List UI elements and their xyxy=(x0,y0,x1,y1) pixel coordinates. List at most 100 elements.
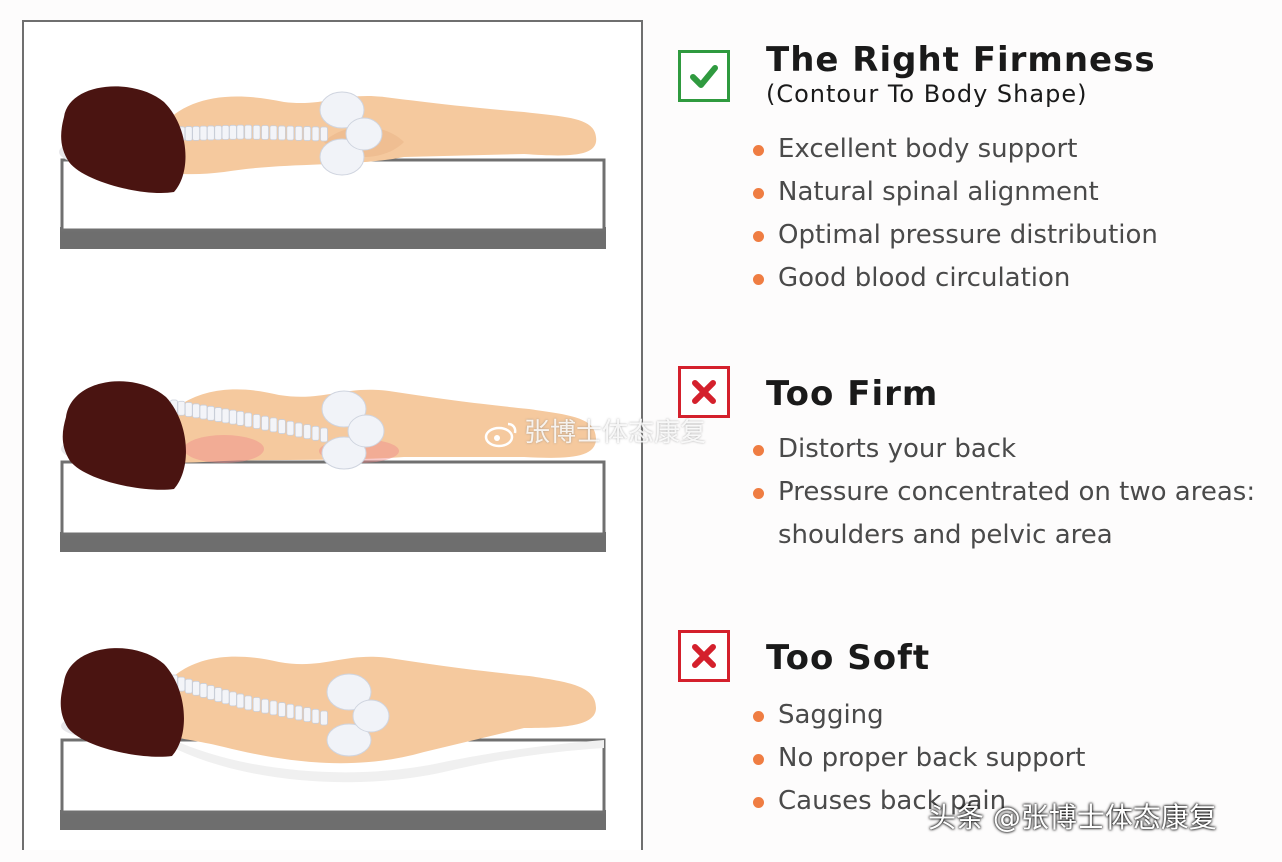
vertebra xyxy=(192,680,201,696)
pelvis-soft xyxy=(326,673,390,757)
vertebra xyxy=(252,414,261,429)
vertebra xyxy=(261,125,269,140)
list-item: Causes back pain xyxy=(750,780,1085,823)
status-box-right xyxy=(678,50,730,102)
vertebra xyxy=(286,125,295,141)
bullets-too-firm: Distorts your back Pressure concentrated… xyxy=(750,428,1255,557)
vertebra xyxy=(236,410,245,426)
pelvis-right xyxy=(319,91,383,176)
subheading-right-firmness: (Contour To Body Shape) xyxy=(766,80,1088,108)
vertebra xyxy=(311,126,320,142)
vertebra xyxy=(252,124,261,140)
vertebra xyxy=(199,404,208,420)
vertebra xyxy=(184,678,193,694)
vertebra xyxy=(311,708,320,724)
figure-too-soft xyxy=(60,648,606,830)
list-item: Good blood circulation xyxy=(750,257,1158,300)
vertebra xyxy=(269,125,278,141)
vertebra xyxy=(277,702,286,717)
vertebra xyxy=(184,126,193,141)
list-item: Natural spinal alignment xyxy=(750,171,1158,214)
vertebra xyxy=(229,124,237,140)
bullets-too-soft: Sagging No proper back support Causes ba… xyxy=(750,694,1085,823)
list-item: Excellent body support xyxy=(750,128,1158,171)
vertebra xyxy=(286,420,295,436)
vertebra xyxy=(303,707,312,723)
vertebra xyxy=(320,126,328,142)
bullet-dot xyxy=(753,274,764,285)
vertebra xyxy=(214,407,223,422)
bullet-dot xyxy=(753,445,764,456)
illustration-frame xyxy=(22,20,643,850)
list-item: Optimal pressure distribution xyxy=(750,214,1158,257)
vertebra xyxy=(206,125,215,141)
vertebra xyxy=(252,697,261,712)
vertebra xyxy=(294,422,303,438)
bullet-dot xyxy=(753,188,764,199)
figure-right-firmness xyxy=(59,86,606,249)
bullet-dot xyxy=(753,754,764,765)
vertebra xyxy=(269,700,278,716)
vertebra xyxy=(199,683,208,698)
bullet-dot xyxy=(753,711,764,722)
spine-right xyxy=(170,124,328,142)
list-item: Sagging xyxy=(750,694,1085,737)
body-soft xyxy=(60,648,604,783)
vertebra xyxy=(244,695,253,711)
vertebra xyxy=(261,698,269,714)
vertebra xyxy=(214,125,223,141)
vertebra xyxy=(221,125,230,140)
vertebra xyxy=(303,424,312,440)
bullet-dot xyxy=(753,231,764,242)
vertebra xyxy=(269,417,278,433)
vertebra xyxy=(286,703,295,719)
vertebra xyxy=(303,126,312,141)
list-item: Pressure concentrated on two areas:shoul… xyxy=(750,471,1255,557)
body-firm xyxy=(61,381,596,490)
pelvis-firm xyxy=(321,390,385,470)
cross-icon xyxy=(692,644,716,668)
heading-right-firmness: The Right Firmness xyxy=(766,40,1156,80)
pressure-area-shoulders xyxy=(184,435,264,463)
vertebra xyxy=(320,427,328,443)
vertebra xyxy=(320,710,328,726)
vertebra xyxy=(184,402,193,417)
vertebra xyxy=(236,124,245,140)
vertebra xyxy=(192,403,201,419)
vertebra xyxy=(229,691,237,707)
vertebra xyxy=(294,705,303,721)
bullet-dot xyxy=(753,488,764,499)
vertebra xyxy=(277,419,286,434)
list-item: No proper back support xyxy=(750,737,1085,780)
cross-icon xyxy=(692,380,716,404)
vertebra xyxy=(311,425,320,441)
vertebra xyxy=(177,676,186,692)
vertebra xyxy=(236,693,245,709)
vertebra xyxy=(206,405,215,421)
vertebra xyxy=(244,124,253,140)
heading-too-soft: Too Soft xyxy=(766,638,931,678)
status-box-soft xyxy=(678,630,730,682)
vertebra xyxy=(214,687,223,703)
vertebra xyxy=(177,400,186,416)
status-box-firm xyxy=(678,366,730,418)
spine-firm xyxy=(170,399,328,443)
heading-too-firm: Too Firm xyxy=(766,374,939,414)
vertebra xyxy=(199,125,208,141)
bullets-right-firmness: Excellent body support Natural spinal al… xyxy=(750,128,1158,300)
watermark-center: 张博士体态康复 xyxy=(484,412,706,449)
vertebra xyxy=(277,125,286,141)
vertebra xyxy=(206,685,215,700)
weibo-icon xyxy=(484,422,517,447)
vertebra xyxy=(221,689,230,705)
vertebra xyxy=(261,415,269,431)
vertebra xyxy=(221,408,230,424)
bullet-dot xyxy=(753,145,764,156)
vertebra xyxy=(192,125,201,141)
check-icon xyxy=(690,65,718,88)
vertebra xyxy=(294,125,303,141)
watermark-corner: 头条 @张博士体态康复 xyxy=(928,801,1217,834)
bullet-dot xyxy=(753,797,764,808)
body-right xyxy=(59,86,597,193)
list-item: Distorts your back xyxy=(750,428,1255,471)
